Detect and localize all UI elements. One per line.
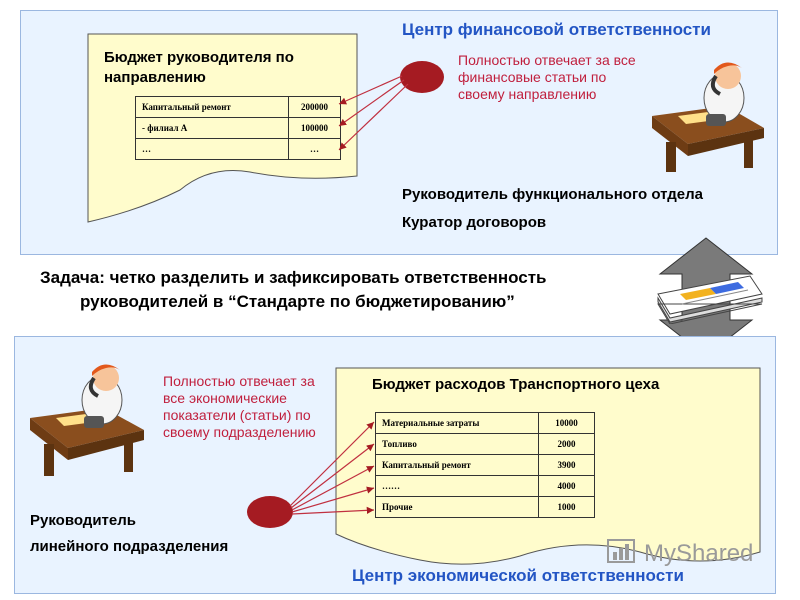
watermark-text: MyShared	[644, 540, 754, 567]
task-line-1: Задача: четко разделить и зафиксировать …	[40, 268, 547, 287]
economic-center-title: Центр экономической ответственности	[352, 566, 684, 585]
task-line-2: руководителей в “Стандарте по бюджетиров…	[80, 292, 515, 311]
top-budget-title: Бюджет руководителя по направлению	[104, 49, 294, 86]
manager-at-desk-icon	[652, 62, 764, 172]
bottom-responsibility-text: Полностью отвечает за все экономические …	[163, 373, 316, 440]
watermark-logo-icon	[607, 539, 635, 563]
bottom-role-2: линейного подразделения	[30, 538, 229, 555]
top-role-2: Куратор договоров	[402, 214, 547, 231]
bottom-budget-title: Бюджет расходов Транспортного цеха	[372, 376, 660, 393]
financial-center-title: Центр финансовой ответственности	[402, 20, 711, 39]
top-role-1: Руководитель функционального отдела	[402, 186, 704, 203]
bottom-role-1: Руководитель	[30, 512, 136, 529]
line-manager-at-desk-icon	[30, 364, 144, 476]
document-stack-icon	[657, 275, 763, 324]
top-responsibility-text: Полностью отвечает за все финансовые ста…	[458, 52, 636, 102]
table-cell: 1000	[538, 496, 595, 518]
top-responsibility-oval	[400, 61, 444, 93]
bottom-responsibility-oval	[247, 496, 293, 528]
